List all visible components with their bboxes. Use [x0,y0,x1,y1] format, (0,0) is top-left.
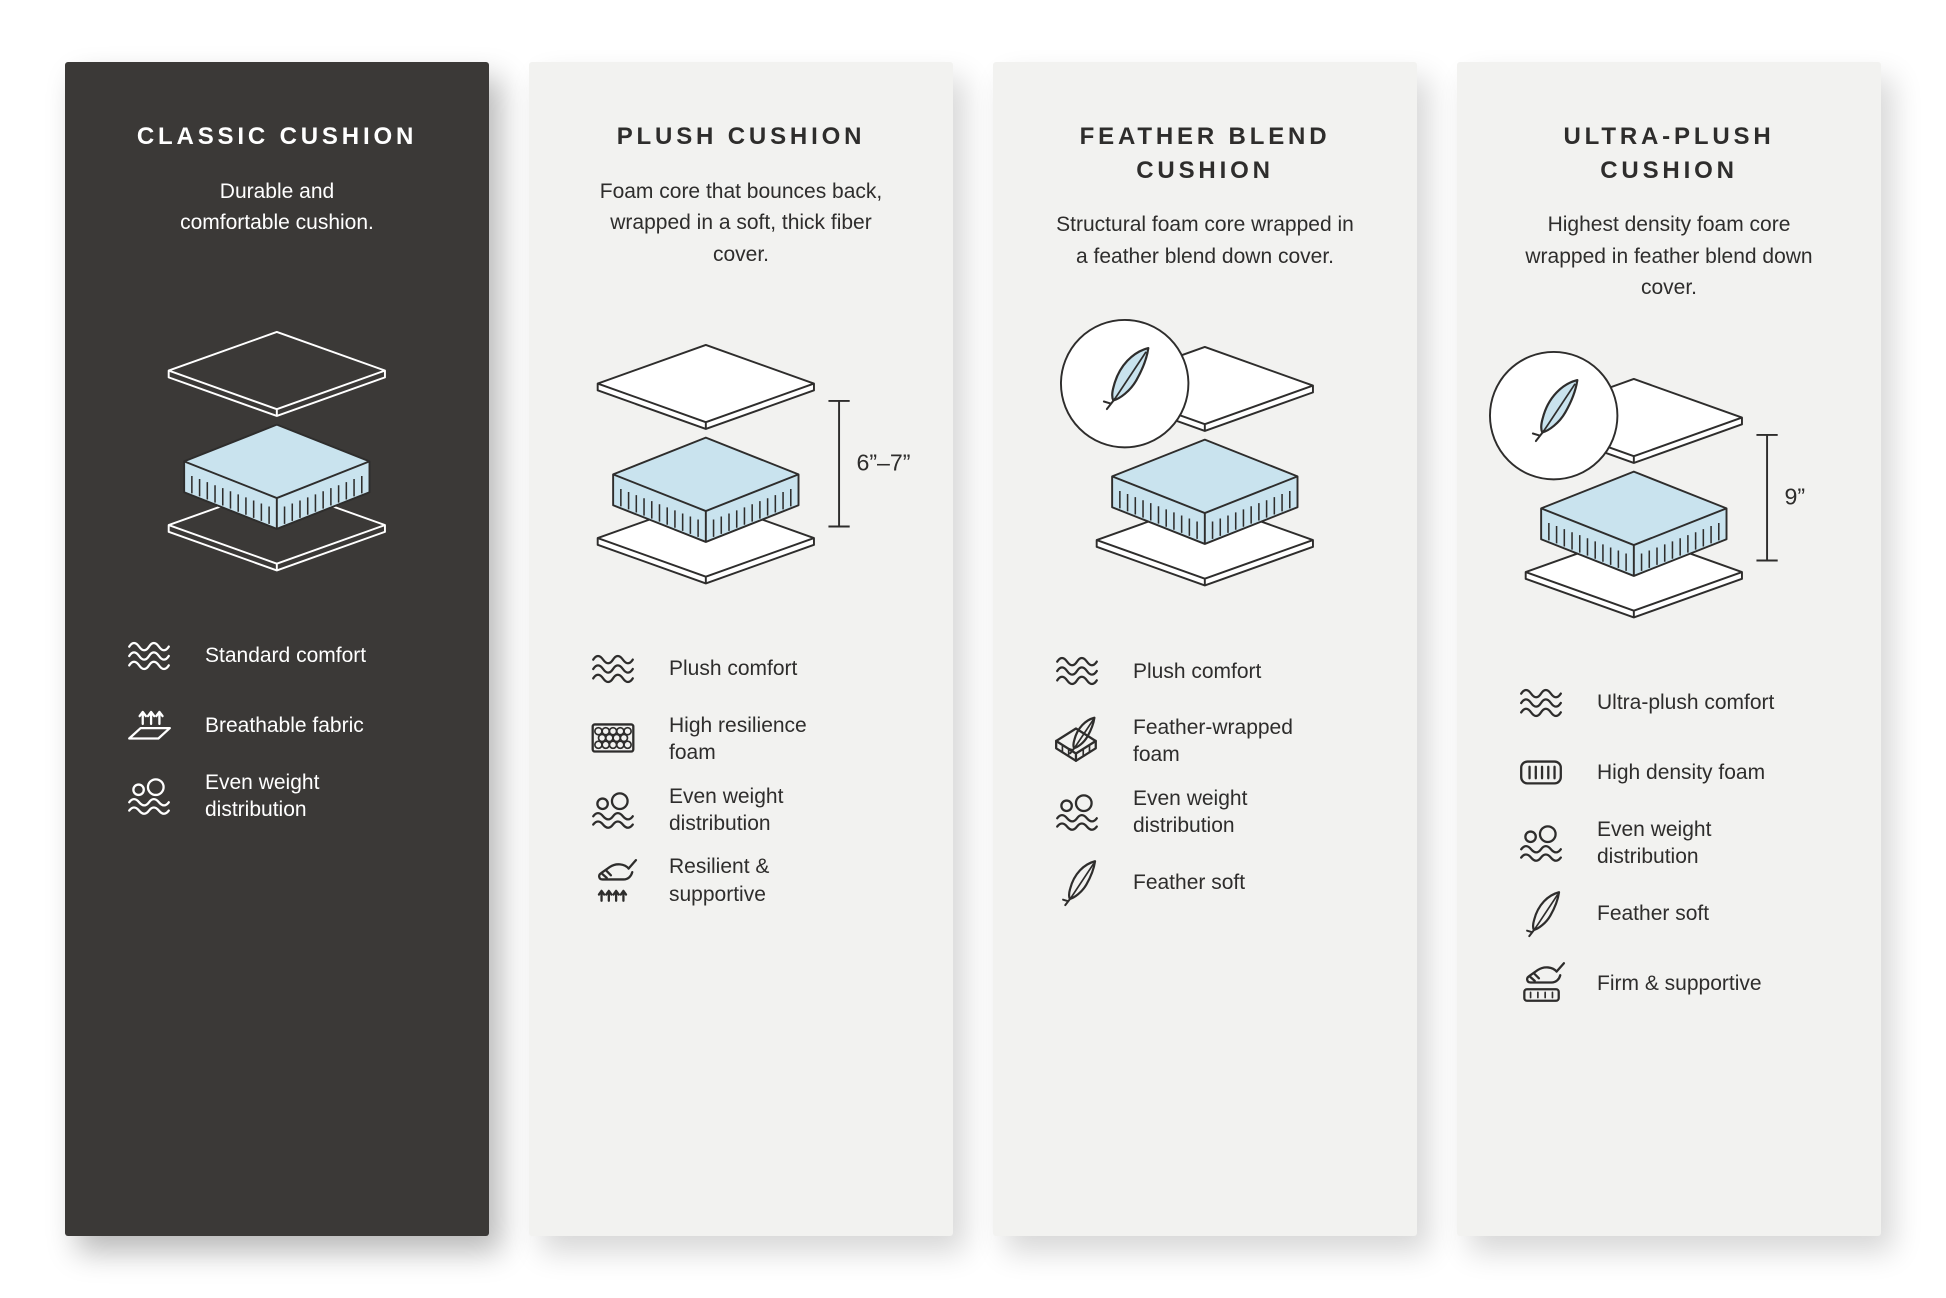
comfort-waves-icon [585,644,641,694]
panel-ultra-plush-cushion: ULTRA-PLUSH CUSHION Highest density foam… [1457,62,1881,1236]
height-measure: 6”–7” [828,400,911,528]
feather-wrapped-foam-icon [1049,716,1105,766]
panel-classic-cushion: CLASSIC CUSHION Durable and comfortable … [65,62,489,1236]
high-density-foam-icon [1513,748,1569,798]
panel-plush-cushion: PLUSH CUSHION Foam core that bounces bac… [529,62,953,1236]
panel-description: Durable and comfortable cushion. [180,179,374,235]
height-measure-label: 9” [1785,483,1806,509]
feature-label: Feather soft [1133,870,1246,894]
even-weight-icon [1049,787,1105,837]
firm-supportive-icon [1513,958,1569,1008]
feature-label: Even weight distribution [669,784,784,835]
feather-badge [1060,319,1190,449]
height-measure: 9” [1756,433,1806,562]
feather-soft-icon [1049,857,1105,907]
feature-label: Breathable fabric [205,713,364,737]
cushion-layers-diagram [132,303,422,583]
feature-row: Feather soft [1513,886,1825,940]
panel-feather-blend-cushion: FEATHER BLEND CUSHION Structural foam co… [993,62,1417,1236]
feature-label: Ultra-plush comfort [1597,691,1775,715]
feature-label: Firm & supportive [1597,971,1762,995]
panel-title: CLASSIC CUSHION [136,123,418,150]
feather-badge [1489,350,1619,481]
cushion-layers-illustration [1060,319,1315,587]
panel-description: Highest density foam core wrapped in fea… [1525,213,1813,300]
feature-row: Ultra-plush comfort [1513,676,1825,730]
top-cover-layer [597,344,816,431]
feature-label: Feather soft [1597,901,1710,925]
cushion-layers-illustration: 9” [1489,350,1806,619]
comfort-waves-icon [1049,646,1105,696]
panel-description: Foam core that bounces back, wrapped in … [599,179,883,266]
high-resilience-foam-icon [585,714,641,764]
height-measure-label: 6”–7” [857,450,911,476]
cushion-layers-illustration: 6”–7” [597,344,911,585]
feature-list: Ultra-plush comfort High density foam [1513,676,1825,1011]
panel-title: ULTRA-PLUSH CUSHION [1563,123,1775,184]
feather-soft-icon [1513,888,1569,938]
even-weight-icon [585,785,641,835]
feature-row: High resilience foam [585,712,897,767]
feature-row: Even weight distribution [585,783,897,838]
cushion-layers-diagram: 9” [1489,350,1848,630]
feature-row: Even weight distribution [121,769,433,824]
feature-row: Standard comfort [121,629,433,683]
panel-title: PLUSH CUSHION [616,123,866,150]
feature-row: Breathable fabric [121,699,433,753]
cushion-layers-diagram: 6”–7” [561,316,920,596]
breathable-fabric-icon [121,701,177,751]
feature-label: Even weight distribution [1133,786,1248,838]
feature-label: High resilience foam [669,714,807,765]
feature-row: Firm & supportive [1513,956,1825,1010]
feature-label: Even weight distribution [1597,817,1712,868]
even-weight-icon [1513,818,1569,868]
panel-title: FEATHER BLEND CUSHION [1079,123,1331,184]
feature-label: Feather-wrapped foam [1133,716,1293,767]
feature-label: Standard comfort [205,643,367,667]
even-weight-icon [121,771,177,821]
feature-list: Plush comfort High resilience foam [585,642,897,908]
feature-row: Feather soft [1049,855,1361,909]
comfort-waves-icon [1513,678,1569,728]
feature-row: Resilient & supportive [585,853,897,908]
feature-label: Plush comfort [1133,659,1262,683]
comfort-waves-icon [121,631,177,681]
feature-row: High density foam [1513,746,1825,800]
cushion-layers-diagram [1060,318,1350,598]
feature-row: Plush comfort [1049,644,1361,698]
feature-label: Resilient & supportive [669,855,770,906]
feature-row: Even weight distribution [1049,785,1361,840]
cushion-layers-illustration [167,330,387,572]
panel-description: Structural foam core wrapped in a feathe… [1056,213,1354,268]
feature-row: Feather-wrapped foam [1049,714,1361,769]
feature-label: Plush comfort [669,657,798,681]
top-cover-layer [167,330,387,417]
feature-label: Even weight distribution [205,770,320,821]
feature-row: Plush comfort [585,642,897,696]
feature-list: Plush comfort Feather-wrapped foam [1049,644,1361,909]
feature-list: Standard comfort Breathable fabric [121,629,433,824]
feature-label: High density foam [1597,761,1766,785]
resilient-supportive-icon [585,856,641,906]
feature-row: Even weight distribution [1513,816,1825,871]
